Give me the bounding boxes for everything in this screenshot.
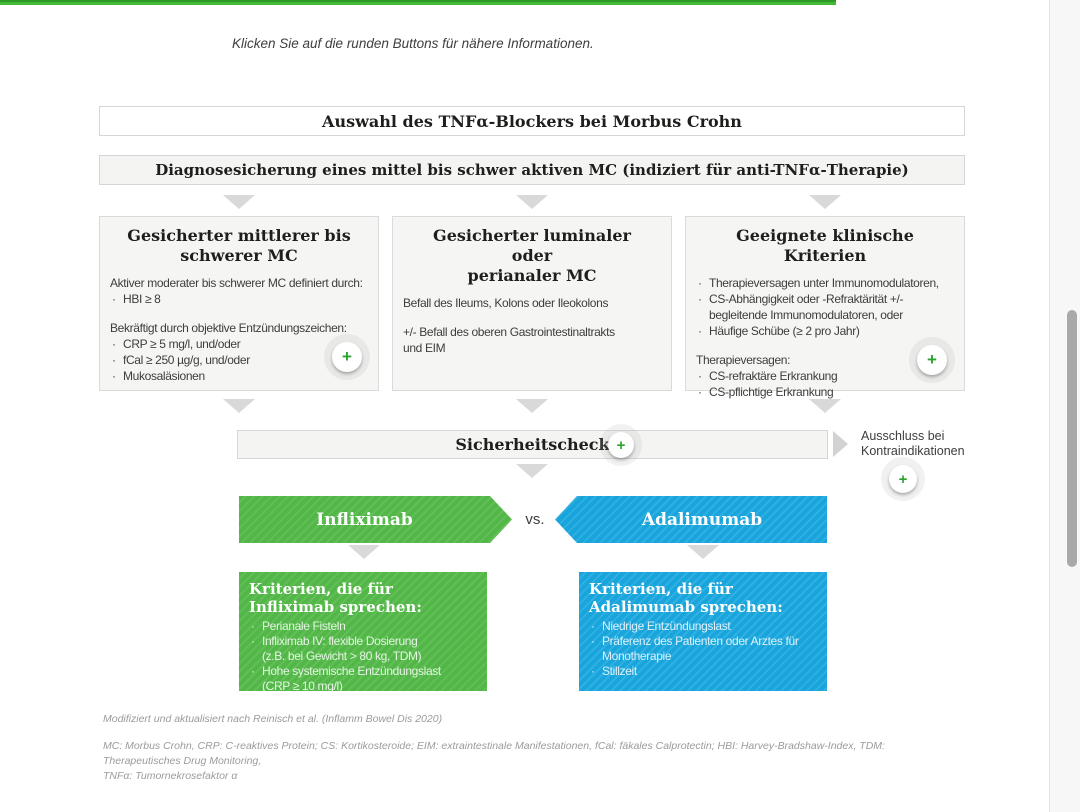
safety-check-label: Sicherheitscheck (455, 435, 610, 454)
box-gesicherter-luminaler-mc: Gesicherter luminaler oder perianaler MC… (392, 216, 672, 391)
arrow-down-icon (516, 399, 548, 413)
box-gesicherter-mittlerer-mc: Gesicherter mittlerer bis schwerer MC Ak… (99, 216, 379, 391)
arrow-down-icon (223, 399, 255, 413)
box-title: Gesicherter luminaler oder perianaler MC (433, 226, 631, 286)
bullet-icon: · (112, 353, 116, 368)
bullet-text: Hohe systemische Entzündungslast (CRP ≥ … (262, 663, 441, 693)
scrollbar-thumb[interactable] (1067, 310, 1077, 567)
plus-icon: + (927, 350, 937, 369)
bullet-text: Therapieversagen unter Immunomodulatoren… (709, 276, 939, 291)
criteria-title: Kriterien, die für Infliximab sprechen: (249, 580, 422, 616)
bullet-text: Perianale Fisteln (262, 619, 346, 633)
arrow-down-icon (516, 464, 548, 478)
progress-bar (0, 0, 836, 5)
box-text: Befall des Ileums, Kolons oder Ileokolon… (403, 296, 609, 311)
arrow-down-icon (809, 195, 841, 209)
bullet-text: HBI ≥ 8 (123, 292, 161, 307)
bullet-text: Häufige Schübe (≥ 2 pro Jahr) (709, 324, 860, 339)
infliximab-label: Infliximab (316, 509, 413, 530)
arrow-down-icon (687, 545, 719, 559)
adalimumab-criteria-box: Kriterien, die für Adalimumab sprechen: … (579, 572, 827, 691)
arrow-down-icon (809, 399, 841, 413)
arrow-down-icon (348, 545, 380, 559)
plus-icon: + (342, 347, 352, 366)
safety-check-bar: Sicherheitscheck + (237, 430, 828, 459)
infliximab-criteria-box: Kriterien, die für Infliximab sprechen: … (239, 572, 487, 707)
info-plus-button[interactable]: + (608, 432, 634, 458)
flow-title: Auswahl des TNFα-Blockers bei Morbus Cro… (322, 111, 742, 131)
criteria-title: Kriterien, die für Adalimumab sprechen: (589, 580, 783, 616)
arrow-right-icon (833, 431, 848, 457)
instruction-text: Klicken Sie auf die runden Buttons für n… (232, 36, 594, 51)
spacer (110, 308, 368, 321)
bullet-text: CS-pflichtige Erkrankung (709, 385, 834, 400)
bullet-text: Mukosaläsionen (123, 369, 205, 384)
box-text: Bekräftigt durch objektive Entzündungsze… (110, 321, 347, 336)
bullet-text: CRP ≥ 5 mg/l, und/oder (123, 337, 241, 352)
bullet-icon: · (591, 619, 595, 633)
box-text: Therapieversagen: (696, 353, 791, 368)
bullet-text: Infliximab IV: flexible Dosierung (z.B. … (262, 633, 422, 663)
exclusion-note: Ausschluss bei Kontraindikationen (861, 429, 965, 459)
bullet-icon: · (698, 292, 702, 307)
info-plus-button[interactable]: + (889, 465, 917, 493)
bullet-text: Niedrige Entzündungslast (602, 619, 731, 633)
bullet-icon: · (591, 663, 595, 678)
plus-icon: + (616, 436, 626, 454)
bullet-text: Präferenz des Patienten oder Arztes für … (602, 633, 799, 663)
spacer (696, 340, 954, 353)
bullet-text: fCal ≥ 250 µg/g, und/oder (123, 353, 250, 368)
source-note: Modifiziert und aktualisiert nach Reinis… (103, 713, 443, 725)
bullet-icon: · (251, 619, 255, 633)
info-plus-button[interactable]: + (917, 345, 947, 375)
diagnosis-label: Diagnosesicherung eines mittel bis schwe… (155, 161, 909, 179)
bullet-icon: · (698, 276, 702, 291)
diagnosis-bar: Diagnosesicherung eines mittel bis schwe… (99, 155, 965, 185)
bullet-icon: · (251, 693, 255, 708)
bullet-text: CS-refraktäre Erkrankung (709, 369, 838, 384)
versus-label: vs. (525, 511, 545, 528)
bullet-icon: · (251, 633, 255, 648)
abbreviations-note: MC: Morbus Crohn, CRP: C-reaktives Prote… (103, 740, 885, 783)
bullet-icon: · (698, 324, 702, 339)
box-text: Aktiver moderater bis schwerer MC defini… (110, 276, 363, 291)
flow-title-bar: Auswahl des TNFα-Blockers bei Morbus Cro… (99, 106, 965, 136)
plus-icon: + (898, 470, 908, 488)
bullet-icon: · (112, 337, 116, 352)
bullet-icon: · (591, 633, 595, 648)
bullet-icon: · (251, 663, 255, 678)
arrow-down-icon (516, 195, 548, 209)
bullet-text: Schwerer MC (262, 693, 331, 708)
scrollbar-track[interactable] (1049, 0, 1080, 812)
bullet-icon: · (698, 385, 702, 400)
box-title: Geeignete klinische Kriterien (736, 226, 914, 266)
bullet-icon: · (698, 369, 702, 384)
box-text: +/- Befall des oberen Gastrointestinaltr… (403, 325, 615, 356)
arrow-down-icon (223, 195, 255, 209)
adalimumab-arrow: Adalimumab (555, 496, 827, 543)
infliximab-arrow: Infliximab (239, 496, 512, 543)
bullet-text: Stillzeit (602, 663, 637, 678)
box-title: Gesicherter mittlerer bis schwerer MC (127, 226, 351, 266)
spacer (403, 312, 661, 325)
box-klinische-kriterien: Geeignete klinische Kriterien ·Therapiev… (685, 216, 965, 399)
bullet-text: CS-Abhängigkeit oder -Refraktärität +/- … (709, 292, 904, 323)
adalimumab-label: Adalimumab (641, 509, 763, 530)
bullet-icon: · (112, 292, 116, 307)
bullet-icon: · (112, 369, 116, 384)
info-plus-button[interactable]: + (332, 342, 362, 372)
